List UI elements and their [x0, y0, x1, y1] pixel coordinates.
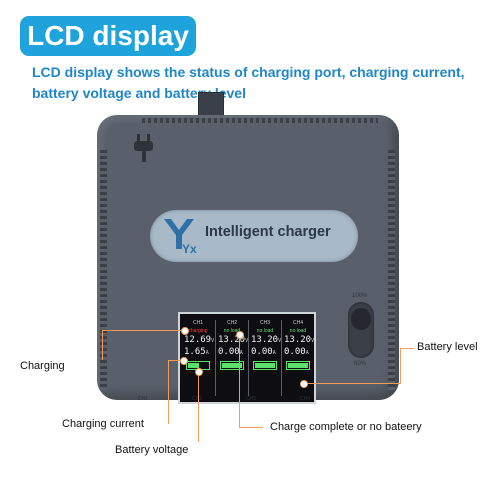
battery-level-slider	[348, 302, 374, 358]
battery-fill	[255, 363, 275, 368]
current-unit: A	[305, 350, 309, 356]
battery-fill	[188, 363, 199, 368]
callout-charging-current: Charging current	[62, 418, 144, 430]
callout-dot-complete	[236, 331, 244, 339]
left-vent	[100, 150, 107, 390]
callout-dot-level	[300, 380, 308, 388]
current-value: 0.00	[284, 347, 306, 357]
callout-line-level-h	[305, 383, 400, 384]
voltage-value: 13.20	[251, 335, 279, 345]
lcd-channel-2: CH2 no load 13.20V 0.00A	[215, 320, 248, 396]
callout-charging: Charging	[20, 360, 65, 372]
battery-fill	[222, 363, 242, 368]
callout-line-voltage	[198, 372, 199, 442]
slot-label-ch4: CH4	[300, 396, 311, 402]
channel-label: CH1	[192, 320, 203, 326]
callout-battery-level: Battery level	[417, 341, 478, 353]
current-readout: 0.00A	[249, 347, 281, 359]
slot-label-ch2: CH2	[192, 396, 203, 402]
voltage-value: 12.69	[184, 335, 212, 345]
voltage-readout: 12.69V	[182, 335, 214, 347]
callout-charge-complete: Charge complete or no bateery	[270, 421, 422, 433]
brand-label: Intelligent charger	[205, 224, 331, 240]
top-vent	[142, 118, 378, 123]
voltage-value: 13.20	[284, 335, 312, 345]
callout-line-level-h2	[400, 348, 414, 349]
description-text: LCD display shows the status of charging…	[32, 64, 465, 101]
slider-top-label: 100%	[352, 293, 368, 299]
channel-status: no load	[289, 328, 307, 334]
battery-level-icon	[253, 361, 277, 370]
callout-line-level-v	[400, 348, 401, 384]
lcd-channel-3: CH3 no load 13.20V 0.00A	[248, 320, 281, 396]
current-readout: 0.00A	[282, 347, 314, 359]
plug-icon	[134, 134, 153, 162]
channel-label: CH3	[259, 320, 270, 326]
logo-text: Yx	[182, 242, 197, 256]
battery-fill	[288, 363, 308, 368]
brand-logo: Yx	[164, 219, 197, 256]
voltage-unit: V	[211, 338, 215, 344]
channel-status: no load	[256, 328, 274, 334]
title-badge: LCD display	[20, 16, 196, 56]
callout-line-complete-v	[239, 335, 240, 427]
current-unit: A	[272, 350, 276, 356]
callout-line-charging	[102, 330, 186, 331]
current-readout: 1.65A	[182, 347, 214, 359]
callout-line-charging-v	[102, 330, 103, 360]
slider-bottom-label: 60%	[354, 361, 367, 367]
slot-label-ch1: CH1	[138, 396, 149, 402]
brand-plate	[150, 210, 358, 262]
callout-line-current-v	[168, 360, 169, 424]
callout-dot-current	[180, 357, 188, 365]
channel-label: CH2	[226, 320, 237, 326]
channel-status: no load	[223, 328, 241, 334]
channel-status: charging	[188, 328, 208, 334]
callout-dot-voltage	[195, 368, 203, 376]
voltage-unit: V	[311, 338, 315, 344]
voltage-unit: V	[245, 338, 249, 344]
voltage-unit: V	[278, 338, 282, 344]
current-value: 0.00	[218, 347, 240, 357]
voltage-readout: 13.20V	[216, 335, 248, 347]
battery-level-icon	[220, 361, 244, 370]
lcd-display: CH1 charging 12.69V 1.65A CH2 no load 13…	[178, 312, 316, 404]
callout-battery-voltage: Battery voltage	[115, 444, 189, 456]
voltage-readout: 13.20V	[249, 335, 281, 347]
callout-line-current-h	[168, 360, 184, 361]
slot-label-ch3: CH3	[246, 396, 257, 402]
current-unit: A	[205, 350, 209, 356]
right-vent	[388, 150, 395, 390]
callout-dot-charging	[181, 327, 189, 335]
current-readout: 0.00A	[216, 347, 248, 359]
current-value: 0.00	[251, 347, 273, 357]
callout-line-complete-h	[239, 427, 263, 428]
channel-label: CH4	[292, 320, 303, 326]
voltage-readout: 13.20V	[282, 335, 314, 347]
current-unit: A	[239, 350, 243, 356]
slider-knob	[351, 308, 371, 330]
voltage-value: 13.20	[218, 335, 246, 345]
lcd-channel-4: CH4 no load 13.20V 0.00A	[281, 320, 314, 396]
current-value: 1.65	[184, 347, 206, 357]
battery-level-icon	[286, 361, 310, 370]
